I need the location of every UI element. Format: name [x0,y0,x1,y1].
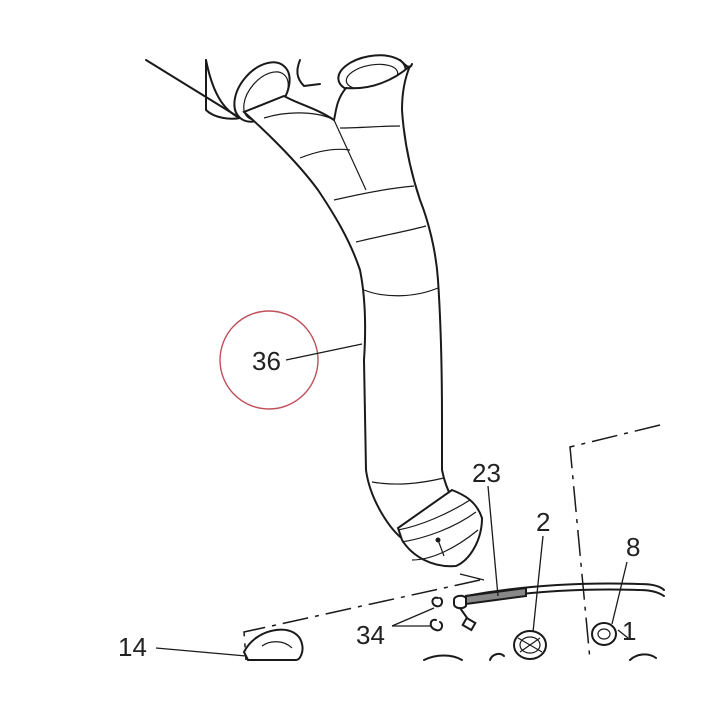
cable [453,582,665,632]
label-34: 34 [356,620,385,650]
lower-components [423,652,657,661]
label-14: 14 [118,632,147,662]
highlight-circle-36 [219,310,319,410]
label-23: 23 [472,458,501,488]
label-36: 36 [252,346,281,376]
part-2-knob [513,630,547,660]
part-14-bracket [242,628,304,661]
leader-lines [155,343,629,657]
part-8-grommet [591,622,617,646]
label-8: 8 [626,532,640,562]
exhaust-pipe [233,54,484,568]
clips [429,596,444,632]
label-1: 1 [622,616,636,646]
label-2: 2 [536,507,550,537]
